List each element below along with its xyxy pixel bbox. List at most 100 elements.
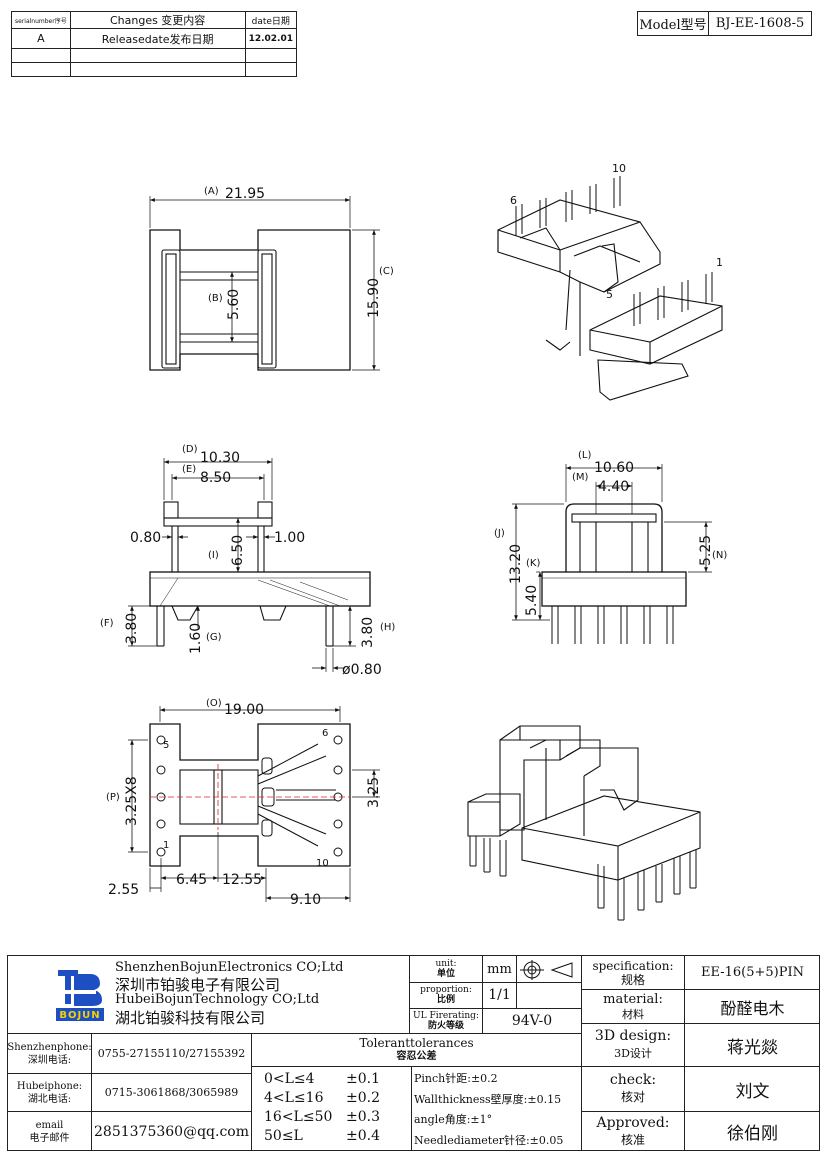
dim-mid-a: 6.45	[176, 872, 207, 888]
company-en-2: HubeiBojunTechnology CO;Ltd	[115, 992, 320, 1007]
dim-right-edge: 9.10	[290, 892, 321, 908]
approved-label-en: Approved:	[596, 1114, 670, 1131]
dim-a-value: 21.95	[225, 186, 265, 202]
company-cn-2: 湖北铂骏科技有限公司	[115, 1009, 266, 1027]
hb-phone-label-en: Hubeiphone:	[16, 1080, 83, 1092]
dim-d-value: 10.30	[200, 450, 240, 466]
dim-right-wall: 1.00	[274, 530, 305, 546]
dim-k-label: (K)	[526, 558, 540, 569]
dim-m-label: (M)	[572, 472, 589, 483]
dim-l-value: 10.60	[594, 460, 634, 476]
tol-value: ±0.4	[346, 1128, 380, 1144]
rev-empty-cell	[244, 62, 298, 77]
dim-g-value: 1.60	[188, 623, 204, 654]
approved-label-cn: 核准	[620, 1132, 645, 1147]
dim-d-label: (D)	[182, 444, 198, 455]
approved-value: 徐伯刚	[727, 1124, 778, 1144]
logo-text: BOJUN	[59, 1010, 101, 1021]
ul-label-en: UL Firerating:	[413, 1010, 479, 1021]
check-label-cn: 核对	[620, 1090, 645, 1104]
iso-pin-1: 1	[716, 256, 723, 269]
side-view	[512, 464, 712, 644]
dim-l-label: (L)	[578, 450, 591, 461]
tolerance-table: 0<L≤4±0.1 4<L≤16±0.2 16<L≤50±0.3 50≤L±0.…	[264, 1070, 404, 1146]
dim-c-value: 15.90	[366, 278, 382, 318]
dim-n-value: 5.25	[698, 535, 714, 566]
front-view	[128, 458, 371, 672]
tol-range: 50≤L	[264, 1128, 303, 1144]
dim-mid-b: 12.55	[222, 872, 262, 888]
tol-value: ±0.1	[346, 1071, 380, 1087]
tol-value: ±0.2	[346, 1090, 380, 1106]
tolerance-notes: Pinch针距:±0.2 Wallthickness壁厚度:±0.15 angl…	[414, 1069, 580, 1151]
dim-j-label: (J)	[494, 528, 505, 539]
dim-h-label: (H)	[380, 622, 395, 633]
tolerance-title-en: Toleranttolerances	[359, 1036, 474, 1050]
tolerance-title-cn: 容忍公差	[396, 1051, 437, 1062]
model-value: BJ-EE-1608-5	[715, 16, 805, 31]
dim-j-value: 13.20	[508, 544, 524, 584]
dim-f-value: 3.80	[124, 613, 140, 644]
material-label-en: material:	[603, 991, 663, 1007]
tol-range: 16<L≤50	[264, 1109, 333, 1125]
dim-pin-diameter: ø0.80	[342, 662, 382, 678]
top-view	[149, 196, 380, 371]
bottom-pin-6: 6	[322, 728, 328, 739]
dim-i-label: (I)	[208, 550, 219, 561]
bottom-pin-5: 5	[163, 740, 169, 751]
dim-p-value: 3.25X8	[124, 776, 140, 826]
iso-pin-5: 5	[606, 288, 613, 301]
tol-note-needle: Needlediameter针径:±0.05	[414, 1133, 564, 1147]
dim-m-value: 4.40	[598, 479, 629, 495]
tol-range: 4<L≤16	[264, 1090, 324, 1106]
ul-label-cn: 防火等级	[427, 1020, 464, 1031]
bojun-logo	[56, 970, 104, 1021]
sz-phone-label-cn: 深圳电话:	[27, 1054, 72, 1066]
projection-symbol	[520, 960, 573, 980]
check-label-en: check:	[609, 1072, 657, 1088]
iso-view-top	[497, 176, 723, 401]
hb-phone-value: 0715-3061868/3065989	[104, 1086, 239, 1099]
technical-drawing: (A) 21.95 (B) 5.60 (C) 15.90 (D) 10.30 (…	[100, 162, 727, 921]
sz-phone-label-en: Shenzhenphone:	[8, 1041, 91, 1053]
spec-label-cn: 规格	[620, 972, 645, 987]
hb-phone-label-cn: 湖北电话:	[27, 1093, 72, 1105]
iso-view-bottom	[467, 725, 701, 921]
check-value: 刘文	[735, 1081, 770, 1102]
tol-note-pinch: Pinch针距:±0.2	[414, 1072, 498, 1085]
dim-h-value: 3.80	[360, 617, 376, 648]
dim-left-edge: 2.55	[108, 882, 139, 898]
iso-pin-10: 10	[612, 162, 626, 175]
dim-g-label: (G)	[206, 632, 222, 643]
proportion-label-cn: 比例	[436, 995, 455, 1005]
dim-e-value: 8.50	[200, 470, 231, 486]
material-value: 酚醛电木	[720, 998, 785, 1018]
design-value: 蒋光燚	[727, 1037, 778, 1058]
title-block: BOJUN ShenzhenBojunElectronics CO;Ltd 深圳…	[7, 955, 820, 1151]
proportion-value: 1/1	[488, 987, 511, 1003]
tol-note-wall: Wallthickness壁厚度:±0.15	[414, 1092, 562, 1106]
dim-o-value: 19.00	[224, 702, 264, 718]
model-label: Model型号	[639, 18, 707, 33]
dim-c-label: (C)	[379, 266, 394, 277]
revision-table: serialnumber序号 Changes 变更内容 date日期 A Rel…	[11, 11, 298, 77]
design-label-cn: 3D设计	[614, 1047, 652, 1060]
bottom-pin-10: 10	[316, 858, 329, 869]
dim-b-label: (B)	[208, 293, 223, 304]
dim-o-label: (O)	[206, 698, 222, 709]
dim-right-pitch: 3.25	[366, 777, 382, 808]
dim-k-value: 5.40	[524, 585, 540, 616]
dim-f-label: (F)	[100, 618, 114, 629]
dim-left-wall: 0.80	[130, 530, 161, 546]
material-label-cn: 材料	[622, 1007, 644, 1021]
dim-i-value: 6.50	[230, 535, 246, 566]
proportion-label-en: proportion:	[420, 985, 472, 995]
email-value: 2851375360@qq.com	[94, 1123, 249, 1140]
email-label-en: email	[35, 1119, 64, 1131]
tol-note-angle: angle角度:±1°	[414, 1113, 493, 1126]
dim-a-label: (A)	[204, 186, 219, 197]
spec-label-en: specification:	[592, 958, 674, 973]
bottom-view	[128, 706, 380, 902]
model-box: Model型号 BJ-EE-1608-5	[637, 11, 812, 36]
dim-p-label: (P)	[106, 792, 120, 803]
